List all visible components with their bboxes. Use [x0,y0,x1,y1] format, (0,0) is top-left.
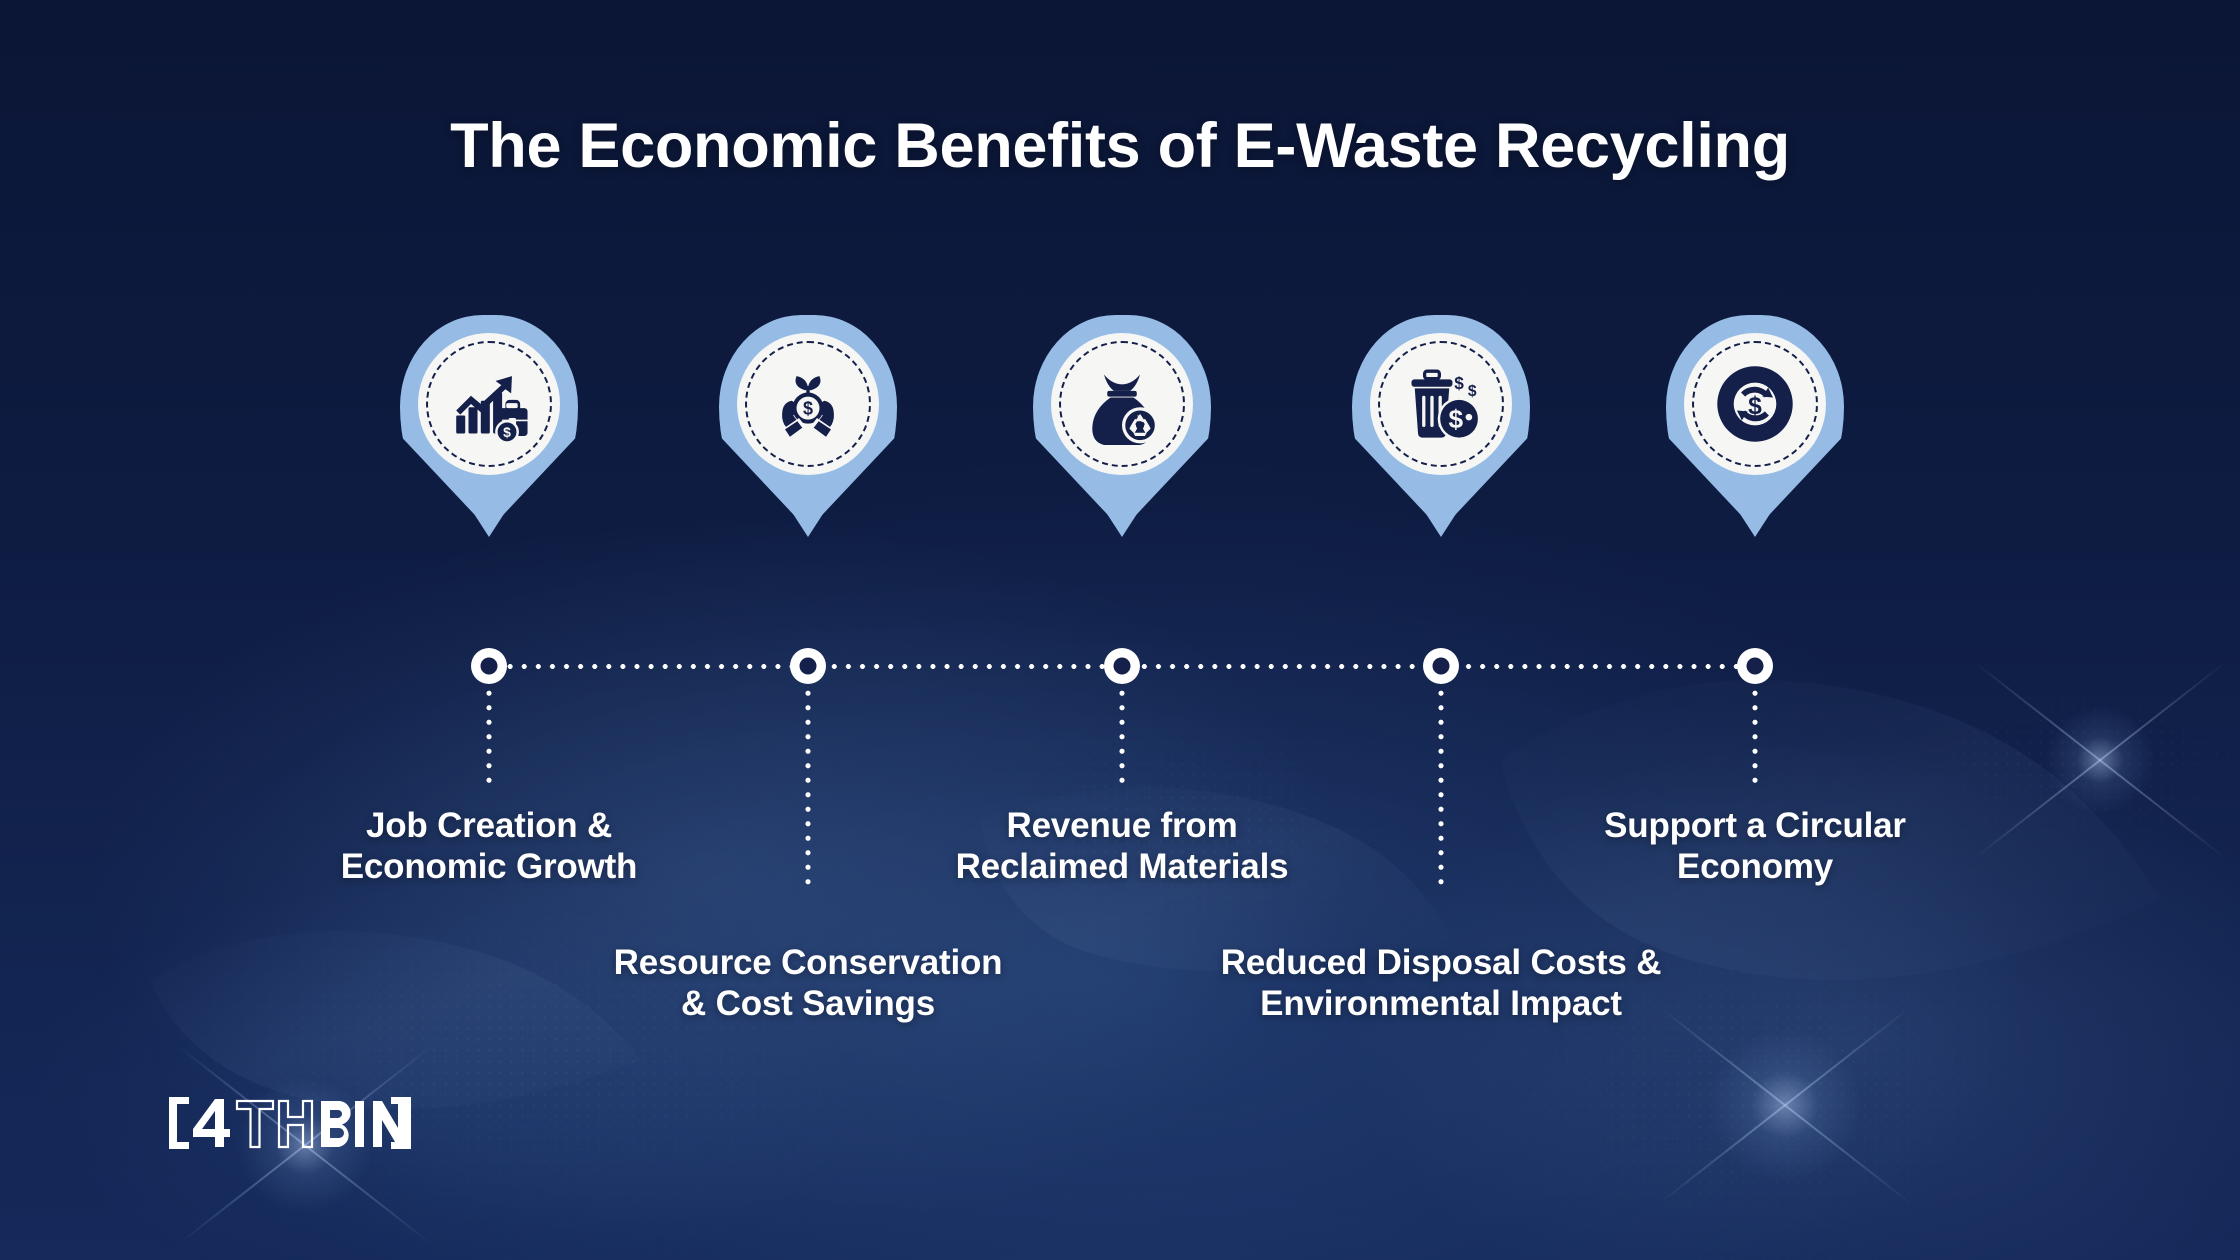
pin-dashed-ring [1059,341,1185,467]
timeline-vertical-connector-1 [486,686,492,790]
pin-dashed-ring [426,341,552,467]
timeline-vertical-connector-5 [1752,686,1758,790]
timeline-node-5[interactable] [1737,648,1773,684]
pin-dashed-ring [1378,341,1504,467]
step-label-2: Resource Conservation & Cost Savings [613,943,1003,1024]
light-flare-right [1700,1020,1870,1190]
pin-dashed-ring [745,341,871,467]
timeline-node-4[interactable] [1423,648,1459,684]
step-label-3: Revenue from Reclaimed Materials [955,806,1289,887]
page-title: The Economic Benefits of E-Waste Recycli… [450,111,1790,181]
light-flare-top-right [2040,700,2160,820]
timeline-vertical-connector-3 [1119,686,1125,790]
map-pin-marker-5[interactable]: $ [1666,315,1844,537]
trash-can-dollar-coin-icon: $ $ $ [1400,363,1482,445]
step-label-4: Reduced Disposal Costs & Environmental I… [1220,943,1662,1024]
map-pin-marker-2[interactable]: $ [719,315,897,537]
map-pin-marker-1[interactable]: $ [400,315,578,537]
svg-text:$: $ [803,399,813,419]
timeline-vertical-connector-2 [805,686,811,886]
pin-dashed-ring [1692,341,1818,467]
map-pin-marker-3[interactable] [1033,315,1211,537]
step-label-5: Support a Circular Economy [1604,806,1906,887]
timeline-node-3[interactable] [1104,648,1140,684]
svg-text:$: $ [1468,383,1477,400]
svg-text:$: $ [1448,404,1463,434]
step-label-1: Job Creation & Economic Growth [340,806,638,887]
svg-text:$: $ [1454,373,1464,393]
timeline-vertical-connector-4 [1438,686,1444,886]
svg-text:$: $ [1748,393,1762,420]
map-pin-marker-4[interactable]: $ $ $ [1352,315,1530,537]
timeline-node-2[interactable] [790,648,826,684]
brand-logo-4thbin[interactable] [165,1095,415,1151]
svg-text:$: $ [503,424,511,440]
growth-chart-briefcase-dollar-icon: $ [448,363,530,445]
money-bag-recycle-icon [1081,363,1163,445]
timeline-node-1[interactable] [471,648,507,684]
hands-holding-coin-sprout-icon: $ [767,363,849,445]
circular-economy-dollar-icon: $ [1714,363,1796,445]
